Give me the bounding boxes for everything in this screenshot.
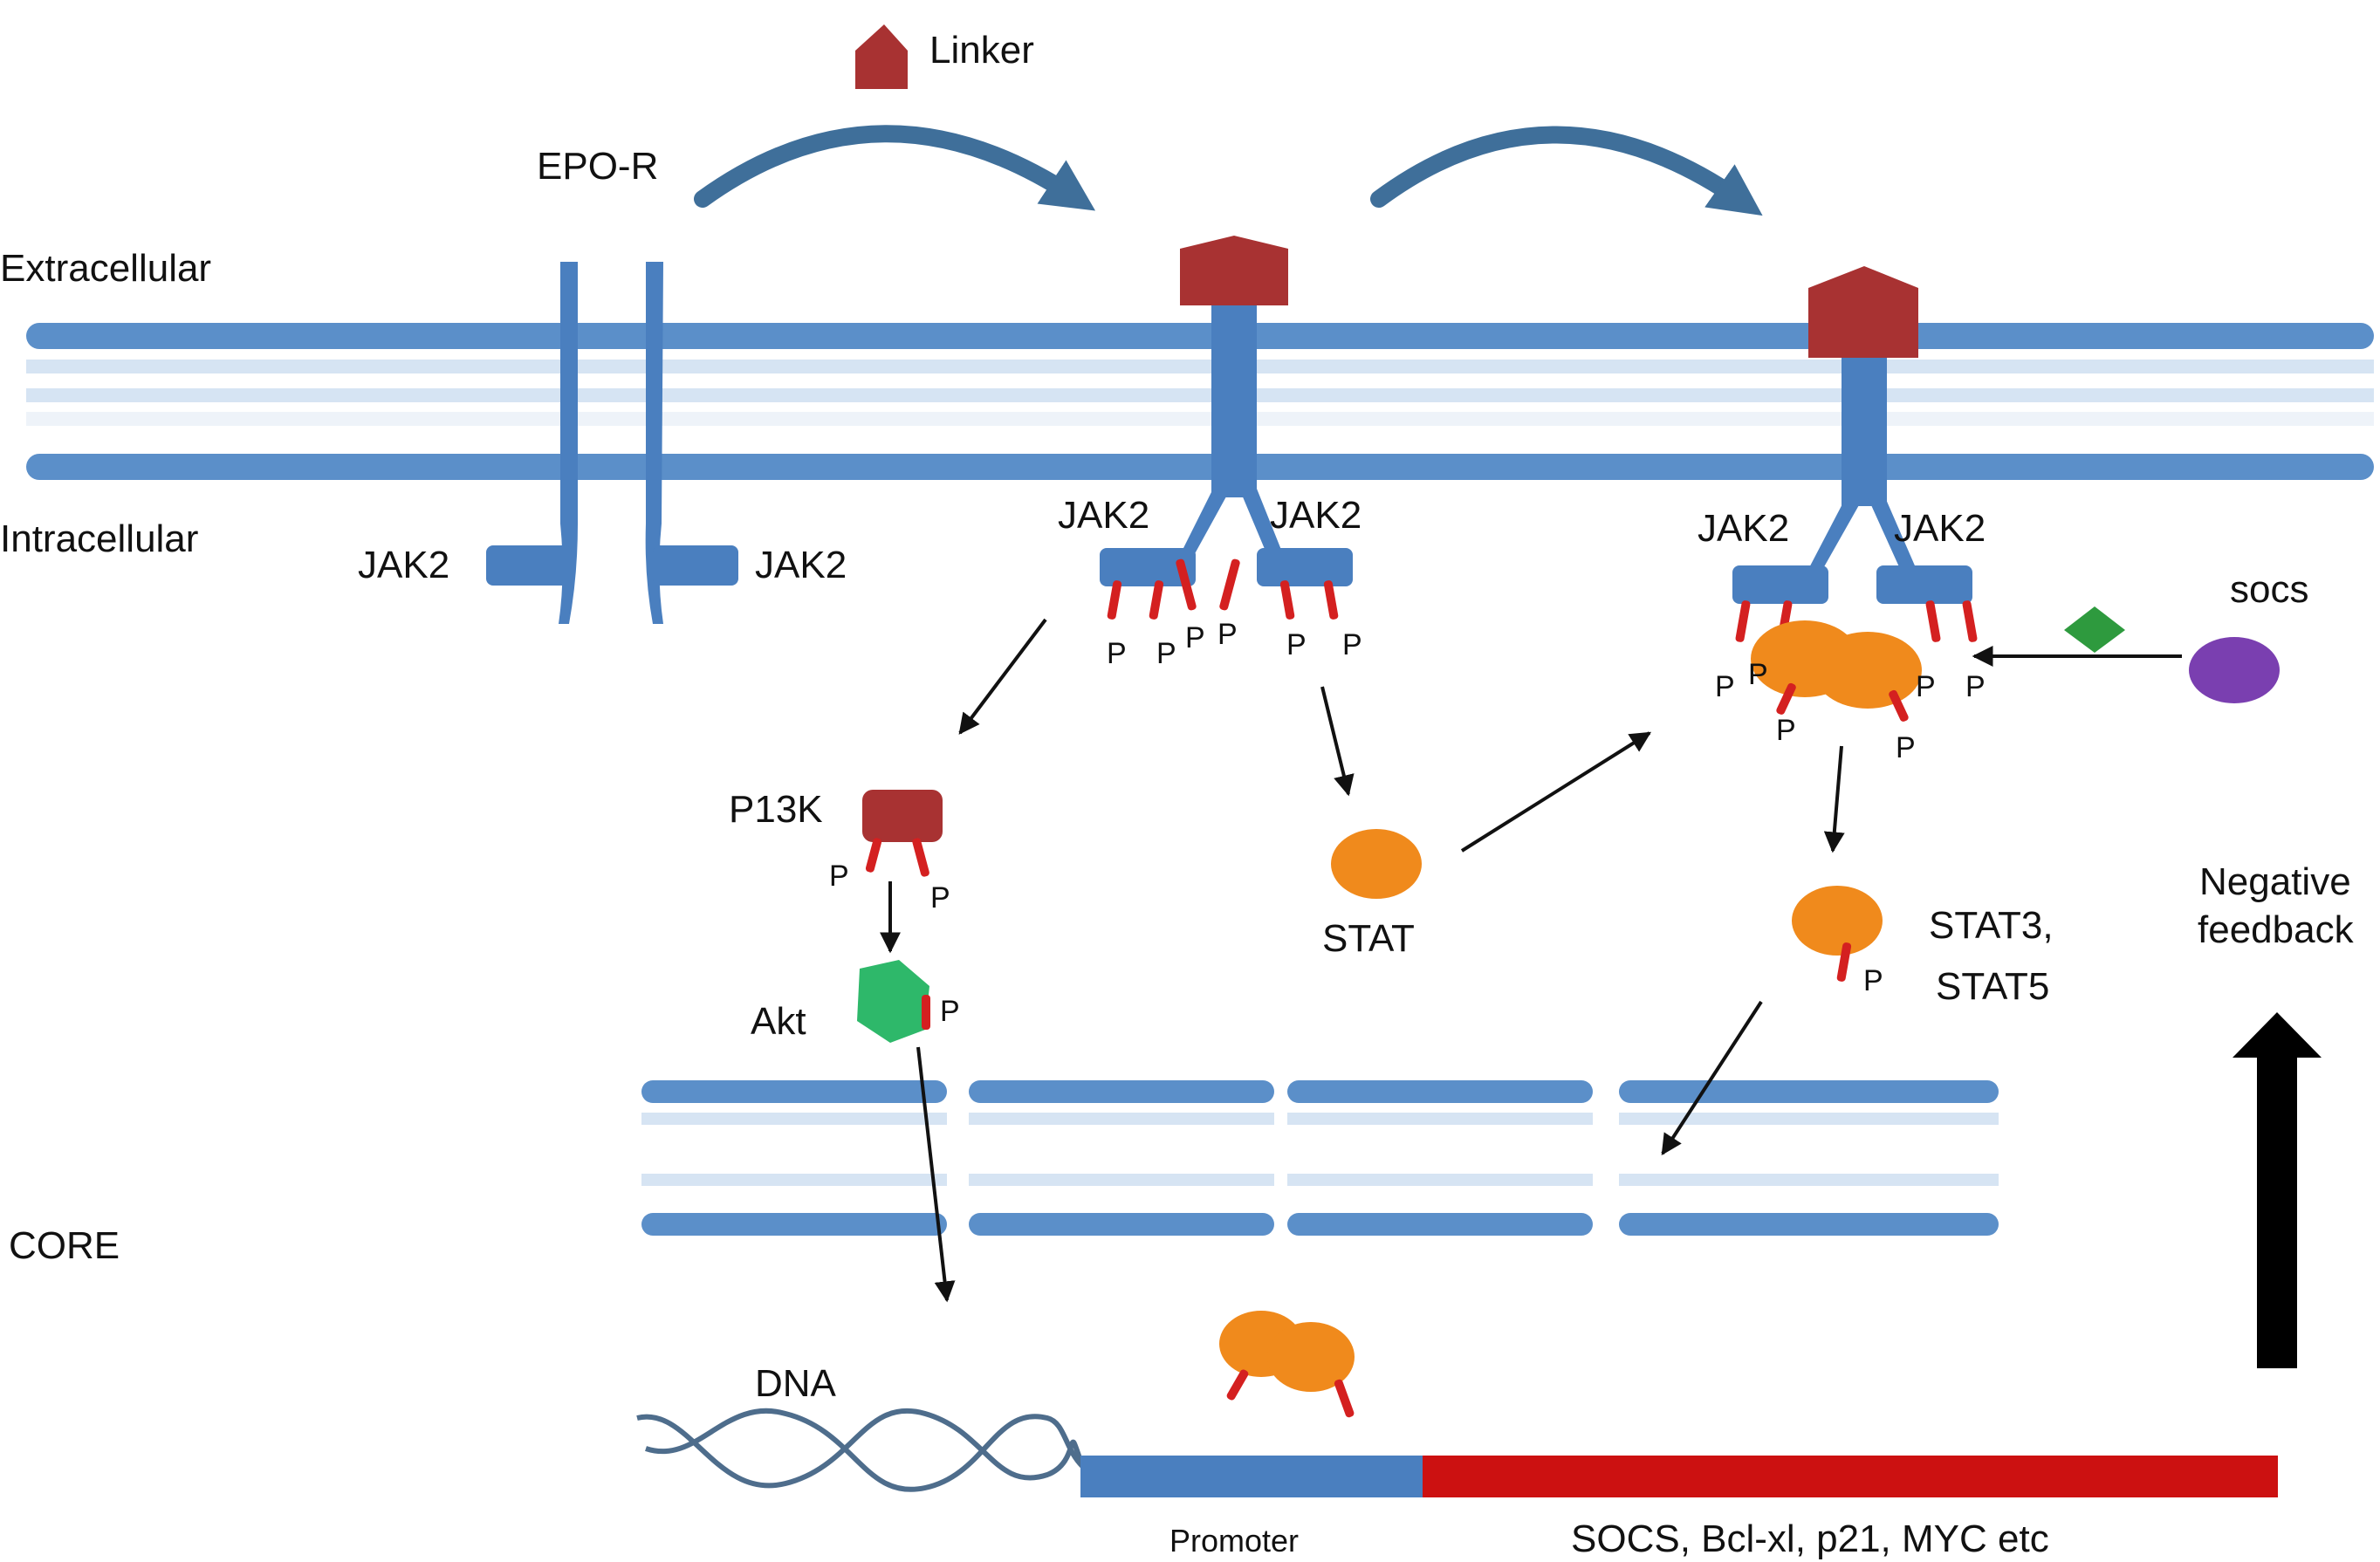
linker-icon	[855, 24, 908, 89]
nuclear-membrane-segment	[641, 1080, 947, 1236]
negative-feedback-arrow	[2233, 1012, 2322, 1368]
plasma-membrane	[26, 323, 2374, 480]
svg-text:P: P	[1107, 637, 1127, 670]
svg-text:P: P	[1286, 628, 1307, 661]
phosphate-label: P	[940, 995, 960, 1028]
socs-protein-icon	[2189, 637, 2280, 703]
epo-r-label: EPO-R	[537, 145, 658, 188]
dna-label: DNA	[755, 1362, 837, 1405]
p13k-label: P13K	[729, 788, 823, 831]
phospho-stat-icon	[1792, 886, 1883, 982]
akt-label: Akt	[751, 1000, 806, 1043]
svg-text:P: P	[1965, 670, 1986, 703]
gene-region	[1423, 1456, 2278, 1497]
akt-icon	[857, 960, 930, 1043]
svg-text:P: P	[1896, 731, 1916, 764]
jak2-block	[1732, 565, 1828, 604]
transition-arrow-2	[1370, 126, 1763, 216]
transition-arrow-1	[694, 125, 1096, 211]
negative-label: Negative	[2199, 860, 2351, 903]
jak2-block	[653, 545, 738, 586]
core-label: CORE	[9, 1224, 120, 1267]
stat-dimer-nuclear	[1219, 1311, 1355, 1418]
phosphate-label: P	[1863, 964, 1883, 997]
gene-targets-label: SOCS, Bcl-xl, p21, MYC etc	[1571, 1517, 2049, 1560]
linker-label: Linker	[929, 29, 1034, 72]
socs-label: socs	[2230, 568, 2308, 611]
jak2-label: JAK2	[755, 544, 847, 586]
arrow-stat-to-nucleus	[1661, 1000, 1763, 1156]
stat5-label: STAT5	[1936, 965, 2049, 1008]
phosphate-label: P	[829, 860, 849, 893]
jak2-label: JAK2	[1698, 507, 1789, 550]
jak2-label: JAK2	[358, 544, 449, 586]
svg-text:P: P	[1715, 670, 1735, 703]
svg-text:P: P	[1342, 628, 1362, 661]
svg-text:P: P	[1748, 658, 1768, 691]
epo-receptor-active	[1100, 236, 1353, 620]
svg-text:P: P	[1185, 621, 1205, 654]
stat-icon	[1331, 829, 1422, 899]
jak2-block	[1876, 565, 1972, 604]
feedback-label: feedback	[2198, 908, 2355, 951]
phosphate-labels: P P P P P P	[1107, 618, 1362, 670]
svg-text:P: P	[1217, 618, 1238, 651]
jak2-label: JAK2	[1894, 507, 1986, 550]
pi3k-icon	[862, 790, 943, 877]
intracellular-label: Intracellular	[0, 517, 198, 560]
arrow-to-dna	[916, 1046, 956, 1303]
arrow-receptor-to-stat35	[1823, 745, 1845, 853]
nuclear-membrane-segment	[1287, 1080, 1593, 1236]
stat-dimer-docked	[1751, 620, 1922, 722]
jak2-block	[486, 545, 572, 586]
socs-inhibitor-icon	[2064, 606, 2125, 653]
epo-receptor-stat-docked	[1732, 266, 1978, 722]
svg-text:P: P	[1916, 670, 1936, 703]
svg-text:P: P	[1776, 714, 1796, 747]
nuclear-membrane-segment	[1619, 1080, 1999, 1236]
nuclear-membrane	[641, 1080, 1999, 1236]
jak2-block	[1257, 548, 1353, 586]
promoter-region	[1080, 1456, 1423, 1497]
arrow-to-stat	[1320, 686, 1355, 797]
stat-label: STAT	[1322, 917, 1415, 960]
epo-receptor-inactive	[486, 262, 738, 624]
jak2-block	[1100, 548, 1196, 586]
stat3-label: STAT3,	[1929, 904, 2054, 947]
dna-helix	[636, 1408, 1085, 1492]
phosphate-labels: P P P P P P	[1715, 658, 1986, 764]
svg-text:P: P	[1156, 637, 1176, 670]
phospho-tails	[1107, 558, 1339, 620]
phospho-tails	[1735, 600, 1978, 642]
extracellular-label: Extracellular	[0, 247, 211, 290]
arrow-to-pi3k	[958, 618, 1047, 735]
phosphate-label: P	[930, 881, 950, 915]
promoter-label: Promoter	[1169, 1523, 1299, 1559]
jak2-label: JAK2	[1270, 494, 1361, 537]
jak2-label: JAK2	[1058, 494, 1149, 537]
nuclear-membrane-segment	[969, 1080, 1274, 1236]
arrow-stat-to-receptor	[1460, 731, 1652, 853]
